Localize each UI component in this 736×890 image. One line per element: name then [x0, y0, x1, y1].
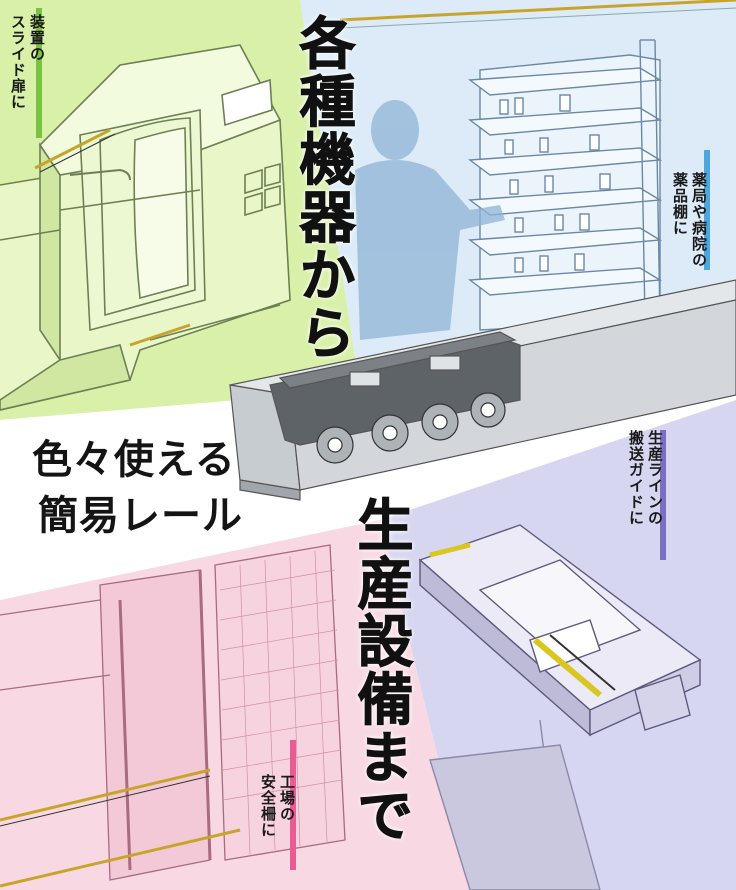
tagline: 色々使える 簡易レール — [32, 432, 243, 544]
caption-bar-slide-door — [36, 8, 42, 138]
machine-tool-illustration — [0, 44, 291, 411]
caption-bar-production — [660, 430, 666, 560]
rail-slider-illustration — [229, 279, 736, 501]
safety-fence-illustration — [0, 544, 346, 888]
caption-pharmacy-line-2: 薬品棚に — [671, 172, 689, 236]
caption-slide-door: 装置の スライド扉に — [9, 14, 46, 110]
caption-production-line-1: 生産ラインの — [646, 430, 664, 526]
tagline-line-2: 簡易レール — [38, 493, 243, 539]
caption-slide-door-line-1: 装置の — [28, 14, 46, 62]
caption-bar-pharmacy — [704, 150, 710, 270]
caption-fence-line-1: 工場の — [278, 774, 296, 822]
person-silhouette — [355, 100, 505, 340]
caption-production: 生産ラインの 搬送ガイドに — [627, 430, 664, 526]
conveyor-guide-illustration — [418, 524, 702, 890]
medicine-shelf-illustration — [339, 0, 736, 331]
caption-slide-door-line-2: スライド扉に — [9, 14, 27, 110]
caption-bar-fence — [290, 740, 296, 870]
headline-bottom: 生産設備まで — [348, 496, 414, 845]
caption-fence: 工場の 安全柵に — [259, 774, 296, 838]
headline-top: 各種機器から — [290, 14, 356, 363]
tagline-line-1: 色々使える — [32, 437, 236, 483]
caption-pharmacy: 薬局や病院の 薬品棚に — [671, 172, 708, 268]
caption-fence-line-2: 安全柵に — [259, 774, 277, 838]
caption-production-line-2: 搬送ガイドに — [627, 430, 645, 526]
caption-pharmacy-line-1: 薬局や病院の — [690, 172, 708, 268]
